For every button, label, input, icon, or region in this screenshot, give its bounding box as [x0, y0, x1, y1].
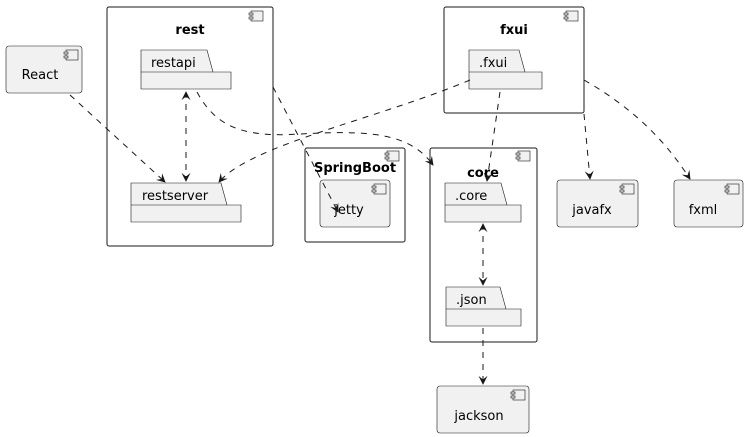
component-icon — [619, 183, 635, 195]
core-package: .core — [444, 182, 522, 223]
jackson-label: jackson — [453, 409, 503, 424]
jetty-label: jetty — [333, 203, 364, 218]
edge-react-restserver — [69, 94, 166, 183]
jetty-component: jetty — [319, 179, 391, 228]
restserver-label: restserver — [142, 189, 209, 204]
rest-title: rest — [175, 23, 204, 38]
react-component: React — [5, 45, 83, 94]
react-label: React — [22, 68, 59, 83]
core-package-label: .core — [455, 189, 487, 204]
jackson-component: jackson — [436, 385, 530, 434]
fxui-title: fxui — [500, 23, 528, 38]
javafx-component: javafx — [556, 179, 639, 228]
fxml-label: fxml — [689, 203, 718, 218]
json-package: .json — [445, 286, 522, 327]
fxml-component: fxml — [673, 179, 744, 228]
javafx-label: javafx — [571, 203, 612, 218]
edge-restapi-core — [196, 91, 434, 166]
restapi-package: restapi — [140, 49, 232, 90]
edge-fxui-restserver — [218, 79, 471, 183]
component-icon — [724, 183, 740, 195]
component-icon — [371, 183, 387, 195]
edge-fxui-javafx — [583, 113, 594, 180]
restapi-label: restapi — [151, 56, 196, 71]
component-icon — [384, 150, 400, 162]
edge-fxui-fxml — [583, 79, 691, 180]
component-icon — [63, 49, 79, 61]
component-icon — [563, 10, 579, 22]
component-icon — [515, 150, 531, 162]
fxui-package-label: .fxui — [479, 56, 507, 71]
core-title: core — [467, 166, 499, 181]
component-icon — [248, 10, 264, 22]
component-icon — [510, 389, 526, 401]
fxui-package: .fxui — [468, 49, 543, 90]
restserver-package: restserver — [130, 182, 242, 223]
springboot-title: SpringBoot — [314, 161, 396, 176]
json-package-label: .json — [456, 293, 487, 308]
edge-fxui-core — [483, 91, 501, 182]
